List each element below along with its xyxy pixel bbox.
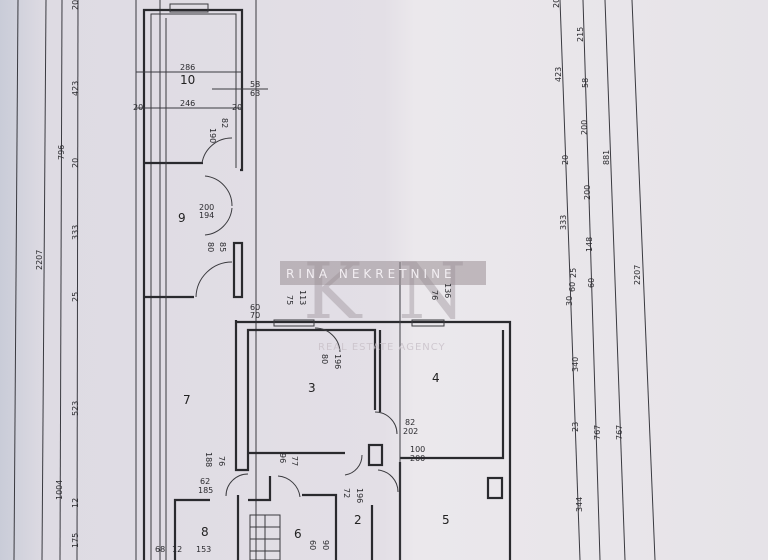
room-label: 8 bbox=[201, 525, 209, 539]
dimension-label: 196 bbox=[333, 354, 342, 369]
dimension-label: 76 bbox=[217, 456, 226, 466]
dimension-label: 80 bbox=[320, 354, 329, 364]
dimension-label: 85 bbox=[218, 242, 227, 252]
dimension-label: 25 bbox=[71, 292, 80, 302]
dimension-label: 80 bbox=[206, 242, 215, 252]
dimension-label: 194 bbox=[199, 211, 214, 220]
dimension-label: 72 bbox=[342, 488, 351, 498]
dimension-label: 175 bbox=[71, 533, 80, 548]
dimension-label: 340 bbox=[571, 357, 580, 372]
dimension-label: 136 bbox=[443, 283, 452, 298]
dimension-lines-left bbox=[13, 0, 257, 560]
dimension-label: 215 bbox=[576, 27, 585, 42]
dimension-label: 23 bbox=[571, 422, 580, 432]
dimension-label: 153 bbox=[196, 545, 211, 554]
dimension-label: 200 bbox=[199, 203, 214, 212]
dimension-label: 12 bbox=[172, 545, 182, 554]
dimension-label: 1004 bbox=[55, 480, 64, 500]
room-label: 9 bbox=[178, 211, 186, 225]
dimension-label: 60 bbox=[568, 282, 577, 292]
watermark-tagline: REAL ESTATE AGENCY bbox=[318, 342, 446, 353]
room-label: 5 bbox=[442, 513, 450, 527]
dimension-label: 246 bbox=[180, 99, 195, 108]
dimension-label: 96 bbox=[278, 453, 287, 463]
dimension-label: 63 bbox=[250, 89, 260, 98]
room-label: 2 bbox=[354, 513, 362, 527]
dimension-label: 200 bbox=[410, 454, 425, 463]
dimension-label: 767 bbox=[615, 425, 624, 440]
dimension-label: 2207 bbox=[633, 265, 642, 285]
staircase bbox=[249, 514, 281, 560]
dimension-label: 200 bbox=[583, 185, 592, 200]
dimension-label: 20 bbox=[71, 0, 80, 10]
dimension-lines-right bbox=[559, 0, 656, 560]
dimension-label: 60 bbox=[587, 278, 596, 288]
dimension-label: 190 bbox=[208, 128, 217, 143]
watermark-logo: K N RINA NEKRETNINE REAL ESTATE AGENCY bbox=[280, 247, 486, 353]
dimension-label: 12 bbox=[71, 498, 80, 508]
dimension-label: 2207 bbox=[35, 250, 44, 270]
dimension-label: 90 bbox=[321, 540, 330, 550]
dimension-label: 60 bbox=[250, 303, 260, 312]
dimension-label: 20 bbox=[552, 0, 561, 8]
dimension-label: 20 bbox=[133, 103, 143, 112]
room-label: 4 bbox=[432, 371, 440, 385]
dimension-label: 148 bbox=[585, 237, 594, 252]
dimension-label: 82 bbox=[405, 418, 415, 427]
dimension-label: 286 bbox=[180, 63, 195, 72]
dimension-label: 58 bbox=[250, 80, 260, 89]
dimension-label: 185 bbox=[198, 486, 213, 495]
dimension-label: 196 bbox=[355, 488, 364, 503]
dimension-label: 523 bbox=[71, 401, 80, 416]
dimension-label: 796 bbox=[57, 145, 66, 160]
dimension-label: 30 bbox=[565, 296, 574, 306]
room-label: 10 bbox=[180, 73, 195, 87]
dimension-label: 202 bbox=[403, 427, 418, 436]
dimension-label: 188 bbox=[204, 452, 213, 467]
dimension-label: 20 bbox=[232, 103, 242, 112]
dimension-label: 767 bbox=[593, 425, 602, 440]
room-label: 6 bbox=[294, 527, 302, 541]
dimension-label: 100 bbox=[410, 445, 425, 454]
dimension-label: 20 bbox=[561, 155, 570, 165]
dimension-label: 423 bbox=[71, 81, 80, 96]
dimension-label: 881 bbox=[602, 150, 611, 165]
room-label: 7 bbox=[183, 393, 191, 407]
dimension-label: 25 bbox=[569, 268, 578, 278]
dimension-label: 70 bbox=[250, 311, 260, 320]
dimension-label: 60 bbox=[308, 540, 317, 550]
walls bbox=[136, 3, 512, 560]
dimension-label: 62 bbox=[200, 477, 210, 486]
dimension-label: 333 bbox=[559, 215, 568, 230]
dimension-label: 333 bbox=[71, 225, 80, 240]
watermark-name: RINA NEKRETNINE bbox=[286, 267, 456, 281]
dimension-label: 344 bbox=[575, 497, 584, 512]
dimension-label: 82 bbox=[220, 118, 229, 128]
dimension-label: 423 bbox=[554, 67, 563, 82]
dimension-label: 200 bbox=[580, 120, 589, 135]
dimension-label: 58 bbox=[581, 78, 590, 88]
dimension-label: 20 bbox=[71, 158, 80, 168]
svg-text:K: K bbox=[303, 247, 363, 337]
dimension-label: 77 bbox=[290, 456, 299, 466]
dimension-label: 113 bbox=[298, 290, 307, 305]
dimension-label: 76 bbox=[430, 290, 439, 300]
dimension-label: 68 bbox=[155, 545, 165, 554]
dimension-label: 75 bbox=[285, 295, 294, 305]
room-label: 3 bbox=[308, 381, 316, 395]
